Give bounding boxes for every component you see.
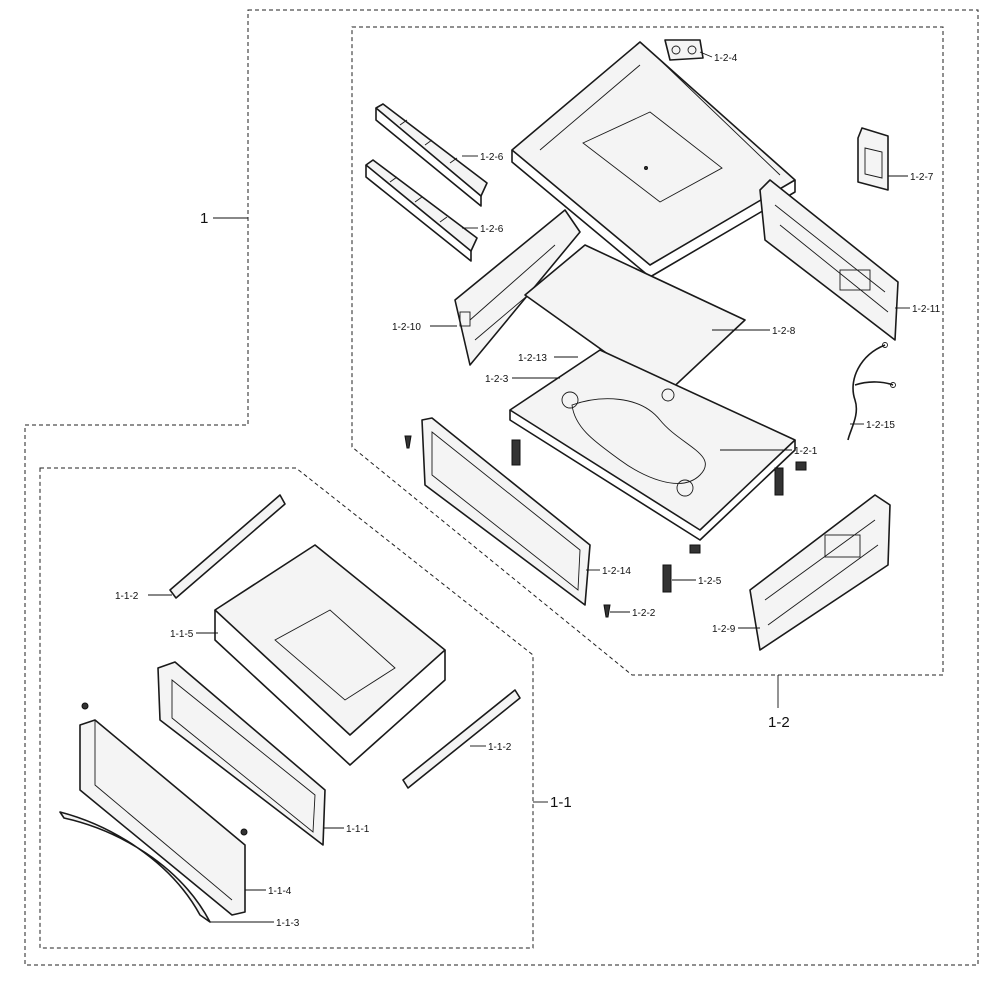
callout-1-2-4: 1-2-4 [714, 53, 738, 64]
leader-1-2-4 [699, 51, 713, 58]
callout-1-2-7: 1-2-7 [910, 172, 934, 183]
part-1-1-5-drawer-tub [214, 544, 446, 766]
part-1-1-2-right-rail [402, 689, 521, 789]
callout-1-2-6-lower: 1-2-6 [480, 224, 504, 235]
callout-1-2-3: 1-2-3 [485, 374, 509, 385]
part-1-1-1-inner-front [157, 661, 326, 846]
group-label-1: 1 [200, 210, 208, 227]
part-1-2-10-left-panel [454, 209, 581, 366]
part-1-2-4-bracket [664, 39, 704, 61]
group-label-1-2: 1-2 [768, 714, 790, 731]
part-1-2-15-wire [847, 342, 896, 441]
part-1-2-5-legs [511, 439, 807, 593]
callout-1-2-10: 1-2-10 [392, 322, 421, 333]
callout-1-2-2: 1-2-2 [632, 608, 656, 619]
callout-1-1-1: 1-1-1 [346, 824, 370, 835]
assembly-1-2-boundary [351, 26, 944, 676]
callout-1-2-5: 1-2-5 [698, 576, 722, 587]
part-1-2-1-heater-pan [509, 349, 796, 541]
callout-1-1-4: 1-1-4 [268, 886, 292, 897]
callout-1-2-11: 1-2-11 [912, 304, 941, 315]
part-1-2-6-upper-rail [375, 103, 488, 207]
part-1-2-11-right-panel [759, 179, 899, 341]
callout-1-2-1: 1-2-1 [794, 446, 818, 457]
callout-1-2-13: 1-2-13 [518, 353, 547, 364]
group-label-1-1: 1-1 [550, 794, 572, 811]
callout-1-2-15: 1-2-15 [866, 420, 895, 431]
part-1-2-6-lower-rail [365, 159, 478, 262]
part-1-1-2-left-rail [169, 494, 286, 599]
callout-1-2-9: 1-2-9 [712, 624, 736, 635]
part-1-2-2-screws [404, 435, 611, 618]
callout-1-2-14: 1-2-14 [602, 566, 631, 577]
callout-1-1-3: 1-1-3 [276, 918, 300, 929]
part-1-2-9-rear-panel [749, 494, 891, 651]
part-top-panel [511, 41, 796, 278]
callout-1-1-5: 1-1-5 [170, 629, 194, 640]
assembly-1-boundary [24, 9, 979, 966]
assembly-1-1-boundary [39, 467, 534, 949]
callout-1-1-2-left: 1-1-2 [115, 591, 139, 602]
part-1-2-7-cover [857, 127, 889, 191]
callout-1-1-2-right: 1-1-2 [488, 742, 512, 753]
part-1-1-4-drawer-front [79, 702, 248, 916]
callout-1-2-8: 1-2-8 [772, 326, 796, 337]
part-1-2-14-front-frame [421, 417, 591, 606]
callout-1-2-6-upper: 1-2-6 [480, 152, 504, 163]
